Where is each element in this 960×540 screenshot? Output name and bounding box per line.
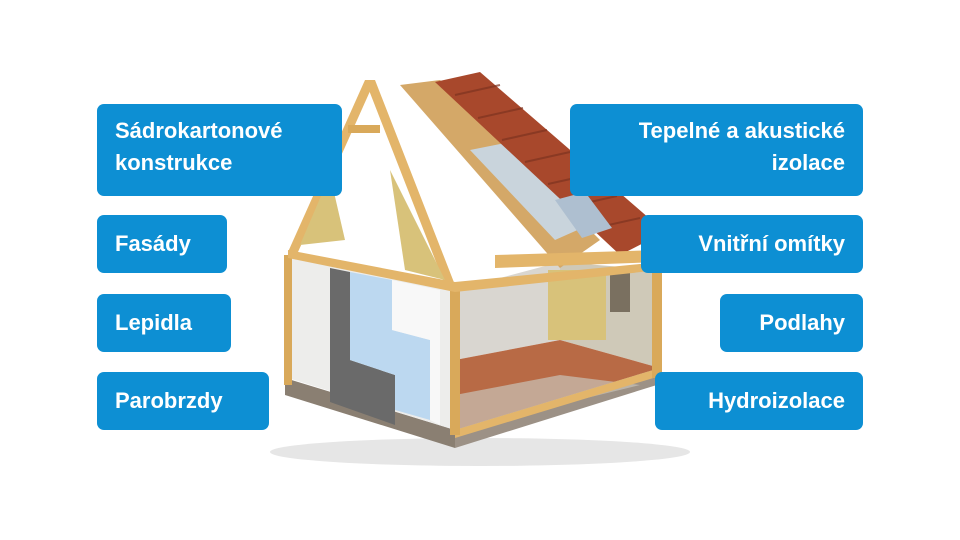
label-parobrzdy: Parobrzdy [97,372,269,430]
label-fasady: Fasády [97,215,227,273]
label-lepidla: Lepidla [97,294,231,352]
label-podlahy: Podlahy [720,294,863,352]
label-vnitrni-omitky: Vnitřní omítky [641,215,863,273]
label-hydroizolace: Hydroizolace [655,372,863,430]
